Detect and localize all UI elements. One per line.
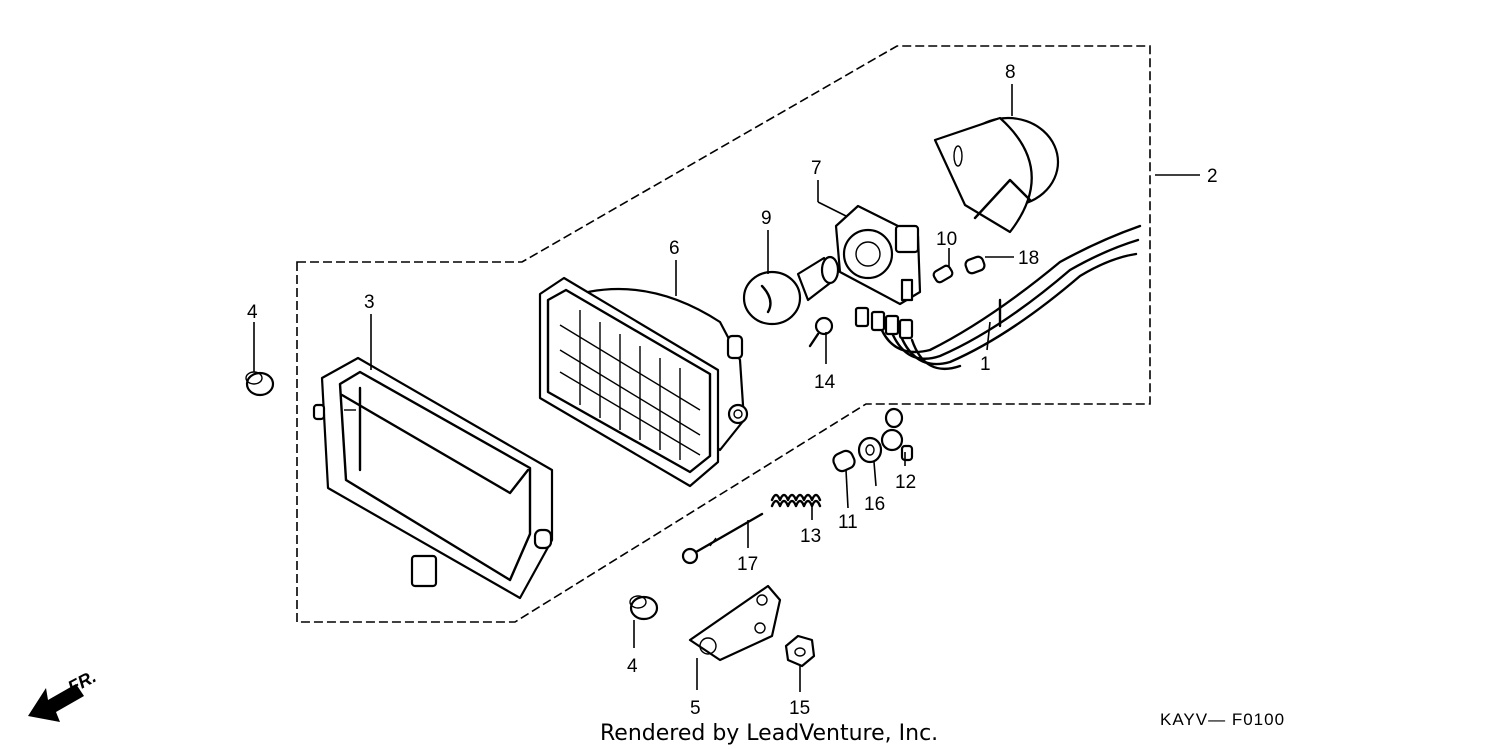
callout-12: 12 (895, 472, 916, 493)
callout-8: 8 (1005, 62, 1016, 83)
part-18-pilot-socket (964, 255, 986, 275)
part-16-washer (857, 436, 883, 464)
callout-4-bottom: 4 (627, 656, 638, 677)
part-4-grommet-bottom (629, 595, 659, 621)
leader-lines (253, 84, 1200, 692)
callout-17: 17 (737, 554, 758, 575)
callout-16: 16 (864, 494, 885, 515)
part-12-wing-nut (880, 407, 914, 462)
callout-3: 3 (364, 292, 375, 313)
part-9-bulb (742, 255, 840, 326)
callout-14: 14 (814, 372, 836, 393)
callout-1: 1 (980, 354, 991, 375)
callout-18: 18 (1018, 248, 1039, 269)
callout-5: 5 (690, 698, 701, 719)
assembly-boundary (296, 45, 1151, 623)
render-credit: Rendered by LeadVenture, Inc. (600, 721, 938, 746)
part-17-screw (681, 512, 764, 565)
callout-9: 9 (761, 208, 772, 229)
part-1-wire-harness (854, 224, 1142, 371)
part-13-spring (770, 493, 822, 508)
part-5-bracket (688, 584, 782, 662)
callout-4-top: 4 (247, 302, 258, 323)
part-8-rear-cover (933, 116, 1060, 234)
callout-13: 13 (800, 526, 821, 547)
part-14-screw (808, 316, 834, 348)
part-4-grommet-top (245, 371, 275, 397)
part-15-nut (784, 634, 816, 668)
callout-10: 10 (936, 229, 957, 250)
part-3-headlight-rim (312, 356, 554, 600)
part-6-headlight-unit (538, 276, 749, 488)
part-10-pilot-bulb (932, 264, 954, 284)
callout-11: 11 (838, 512, 858, 533)
callout-6: 6 (669, 238, 680, 259)
diagram-code: KAYV— F0100 (1160, 710, 1285, 729)
callout-7: 7 (811, 158, 822, 179)
part-7-socket (834, 204, 922, 306)
part-11-collar (832, 449, 856, 473)
callout-15: 15 (789, 698, 810, 719)
front-direction-arrow-icon (28, 684, 84, 722)
callout-2: 2 (1207, 166, 1218, 187)
